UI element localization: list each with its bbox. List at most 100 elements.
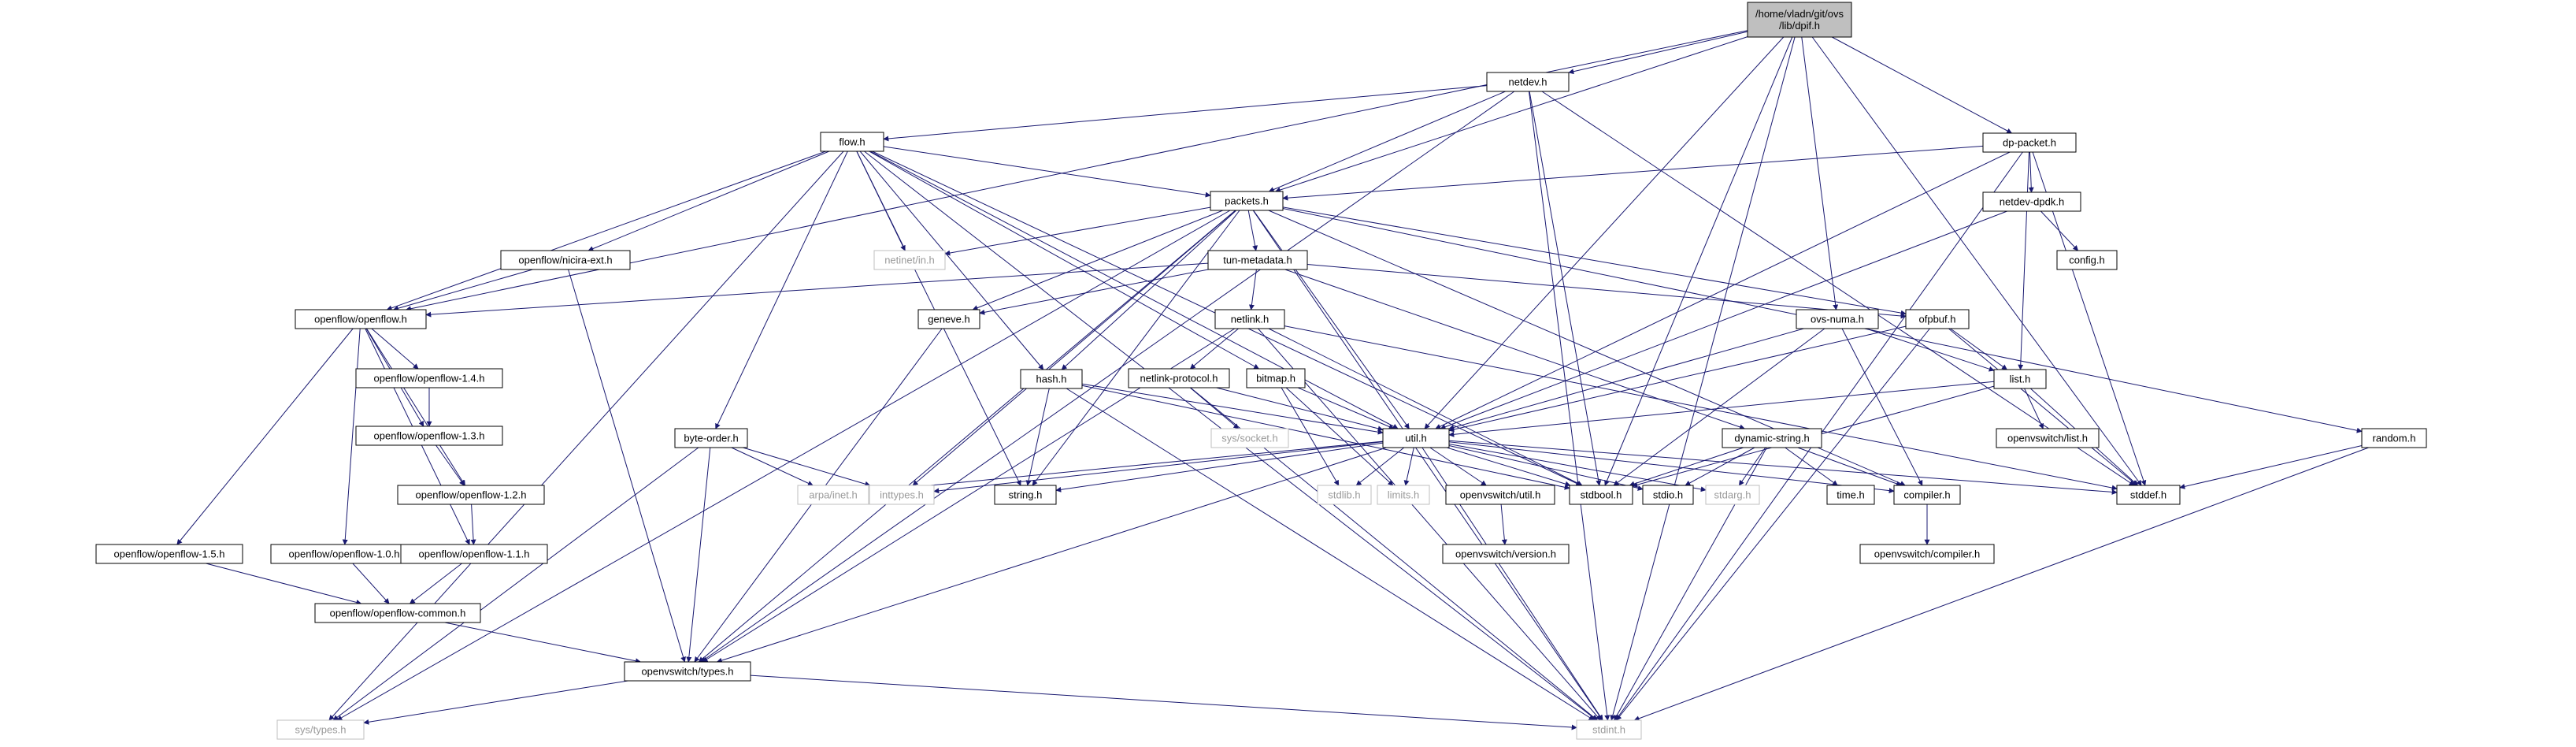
node-of10[interactable]: openflow/openflow-1.0.h bbox=[270, 544, 418, 564]
node-time[interactable]: time.h bbox=[1826, 485, 1875, 505]
edge-root-to-dppacket bbox=[1831, 36, 2013, 134]
node-label: openflow/openflow-1.2.h bbox=[416, 489, 527, 501]
node-netlink[interactable]: netlink.h bbox=[1214, 309, 1285, 329]
node-box bbox=[1982, 132, 2077, 153]
node-label: hash.h bbox=[1036, 374, 1066, 385]
edge-util-to-stdarg bbox=[1448, 444, 1707, 492]
node-box bbox=[869, 485, 935, 505]
node-netdevdpdk[interactable]: netdev-dpdk.h bbox=[1982, 191, 2081, 212]
node-box bbox=[1996, 428, 2100, 448]
node-box bbox=[276, 719, 365, 740]
node-ovscompiler[interactable]: openvswitch/compiler.h bbox=[1859, 544, 1995, 564]
node-of11[interactable]: openflow/openflow-1.1.h bbox=[400, 544, 548, 564]
node-root[interactable]: /home/vladn/git/ovs/lib/dpif.h bbox=[1747, 2, 1852, 38]
node-label: openflow/openflow-1.3.h bbox=[374, 430, 485, 442]
node-arpa[interactable]: arpa/inet.h bbox=[797, 485, 869, 505]
edge-root-to-stdint bbox=[1610, 36, 1796, 721]
node-ovsversion[interactable]: openvswitch/version.h bbox=[1442, 544, 1570, 564]
node-of13[interactable]: openflow/openflow-1.3.h bbox=[355, 426, 503, 446]
node-systypes[interactable]: sys/types.h bbox=[276, 719, 365, 740]
node-of12[interactable]: openflow/openflow-1.2.h bbox=[397, 485, 545, 505]
node-packets[interactable]: packets.h bbox=[1210, 191, 1284, 211]
node-compiler[interactable]: compiler.h bbox=[1893, 485, 1961, 505]
node-inttypes[interactable]: inttypes.h bbox=[869, 485, 935, 505]
edge-util-to-arpa bbox=[868, 440, 1384, 494]
node-syssocket[interactable]: sys/socket.h bbox=[1210, 428, 1289, 448]
node-box bbox=[917, 309, 980, 329]
node-nicira[interactable]: openflow/nicira-ext.h bbox=[500, 250, 631, 270]
node-of15[interactable]: openflow/openflow-1.5.h bbox=[95, 544, 243, 564]
node-box bbox=[820, 132, 884, 152]
node-list[interactable]: list.h bbox=[1993, 369, 2047, 389]
node-util[interactable]: util.h bbox=[1382, 428, 1450, 448]
node-hash[interactable]: hash.h bbox=[1020, 369, 1083, 389]
node-ovstypes[interactable]: openvswitch/types.h bbox=[624, 661, 751, 682]
node-stdlib[interactable]: stdlib.h bbox=[1317, 485, 1372, 505]
edge-dppacket-to-util bbox=[1435, 151, 2011, 429]
edge-ovstypes-to-systypes bbox=[363, 680, 628, 725]
node-ovslist[interactable]: openvswitch/list.h bbox=[1996, 428, 2100, 448]
node-stddef[interactable]: stddef.h bbox=[2116, 485, 2181, 505]
node-flow[interactable]: flow.h bbox=[820, 132, 884, 152]
node-box bbox=[1576, 719, 1642, 740]
node-stdint[interactable]: stdint.h bbox=[1576, 719, 1642, 740]
node-box bbox=[1020, 369, 1083, 389]
edge-of11-to-ofcommon bbox=[409, 563, 462, 604]
edge-tunmeta-to-netlink bbox=[1248, 269, 1257, 310]
node-netinet[interactable]: netinet/in.h bbox=[873, 250, 946, 270]
node-box bbox=[1442, 544, 1570, 564]
edge-flow-to-packets bbox=[883, 146, 1211, 198]
edge-list-to-ovslist bbox=[2024, 388, 2044, 429]
edge-flow-to-hash bbox=[859, 151, 1044, 370]
edge-ovsnuma-to-util bbox=[1448, 328, 1804, 430]
node-config[interactable]: config.h bbox=[2056, 250, 2118, 270]
node-box bbox=[1993, 369, 2047, 389]
node-ofpbuf[interactable]: ofpbuf.h bbox=[1905, 309, 1970, 329]
node-stdio[interactable]: stdio.h bbox=[1642, 485, 1694, 505]
node-box bbox=[1246, 368, 1306, 388]
node-box bbox=[1893, 485, 1961, 505]
node-tunmeta[interactable]: tun-metadata.h bbox=[1207, 250, 1308, 270]
node-label: config.h bbox=[2069, 255, 2105, 266]
node-ovsutil[interactable]: openvswitch/util.h bbox=[1445, 485, 1555, 505]
node-stdbool[interactable]: stdbool.h bbox=[1569, 485, 1633, 505]
node-ofcommon[interactable]: openflow/openflow-common.h bbox=[314, 603, 481, 623]
node-label: openflow/openflow-1.5.h bbox=[114, 548, 225, 560]
node-byteorder[interactable]: byte-order.h bbox=[674, 428, 748, 448]
node-box bbox=[1210, 191, 1284, 211]
node-label: ofpbuf.h bbox=[1919, 314, 1956, 325]
edge-bitmap-to-limits bbox=[1285, 387, 1394, 486]
node-ovsnuma[interactable]: ovs-numa.h bbox=[1796, 309, 1879, 329]
node-limits[interactable]: limits.h bbox=[1377, 485, 1430, 505]
node-box bbox=[1905, 309, 1970, 329]
edge-netdev-to-flow bbox=[883, 85, 1488, 142]
edge-dppacket-to-netdevdpdk bbox=[2028, 151, 2034, 193]
edge-netlink-to-nlproto bbox=[1189, 328, 1239, 370]
node-label: openvswitch/version.h bbox=[1455, 548, 1556, 560]
node-box bbox=[1705, 485, 1760, 505]
edge-util-to-string bbox=[1055, 442, 1384, 492]
node-of14[interactable]: openflow/openflow-1.4.h bbox=[355, 368, 503, 388]
node-geneve[interactable]: geneve.h bbox=[917, 309, 980, 329]
node-label: openvswitch/list.h bbox=[2007, 433, 2088, 444]
edge-of15-to-ofcommon bbox=[206, 563, 362, 605]
edge-flow-to-util bbox=[869, 151, 1399, 429]
node-label: openvswitch/util.h bbox=[1460, 489, 1541, 501]
node-bitmap[interactable]: bitmap.h bbox=[1246, 368, 1306, 388]
node-openflow[interactable]: openflow/openflow.h bbox=[295, 309, 427, 329]
node-box bbox=[95, 544, 243, 564]
edge-util-to-limits bbox=[1403, 447, 1414, 486]
edge-netlink-to-stddef bbox=[1284, 325, 2118, 491]
edge-bitmap-to-stdlib bbox=[1281, 387, 1340, 486]
node-dynstr[interactable]: dynamic-string.h bbox=[1722, 428, 1822, 448]
edge-dynstr-to-compiler bbox=[1797, 447, 1902, 487]
node-random[interactable]: random.h bbox=[2361, 428, 2427, 448]
node-string[interactable]: string.h bbox=[994, 485, 1057, 505]
node-box bbox=[397, 485, 545, 505]
node-nlproto[interactable]: netlink-protocol.h bbox=[1128, 368, 1230, 388]
node-dppacket[interactable]: dp-packet.h bbox=[1982, 132, 2077, 153]
edge-netdevdpdk-to-util bbox=[1440, 210, 2007, 430]
node-stdarg[interactable]: stdarg.h bbox=[1705, 485, 1760, 505]
node-netdev[interactable]: netdev.h bbox=[1486, 72, 1570, 92]
node-box bbox=[1826, 485, 1875, 505]
